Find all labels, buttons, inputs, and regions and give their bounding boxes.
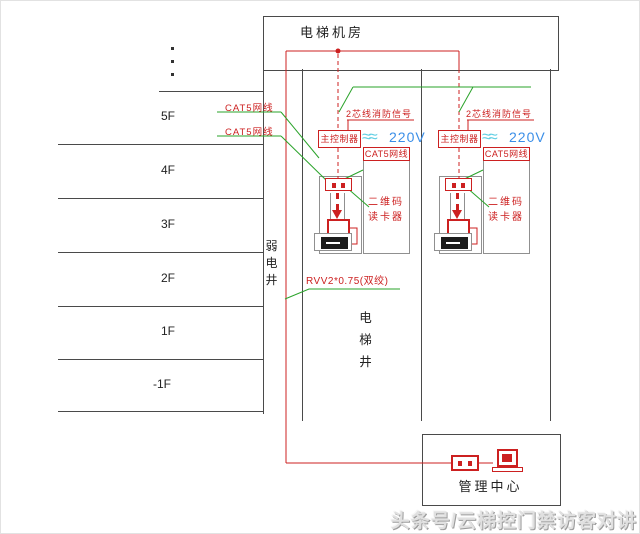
management-center-label: 管理中心 [458,479,523,494]
network-switch [451,455,479,471]
laptop-base-icon [492,467,523,472]
fire-signal-label-left: 2芯线消防信号 [346,109,413,119]
floor-line-4 [58,306,263,307]
watermark: 头条号/云梯控门禁访客对讲 [390,511,637,532]
button-mark [332,183,336,188]
display-screen-left [321,237,348,249]
floor-label-2f: 2F [161,271,176,285]
fire-signal-label-right: 2芯线消防信号 [466,109,533,119]
qr-reader-label-right-line1: 二维码 [488,197,524,208]
machine-room-box [263,16,559,71]
equipment-box-left [363,147,410,254]
management-center-box [422,434,561,506]
qr-reader-label-left-line1: 二维码 [368,197,404,208]
floor-label-b1f: -1F [153,377,171,391]
ellipsis-dot [171,47,174,50]
down-arrow-left [336,193,339,210]
cat5-run-drop-left [338,86,354,113]
ac-wave-icon: ≈≈ [482,127,498,146]
qr-reader-label-left-line2: 读卡器 [368,212,404,223]
cat5-run-drop-right [458,86,474,113]
rvv-label-leader [284,288,400,300]
ac-wave-icon: ≈≈ [362,127,378,146]
equipment-box-right [483,147,530,254]
cat5-box-left: CAT5网线 [363,147,410,161]
main-controller-right: 主控制器 [438,130,481,148]
laptop-display [502,454,512,462]
button-mark [341,183,345,188]
weak-shaft-label: 弱电井 [265,239,278,287]
slot-bar [450,193,451,219]
ellipsis-dot [171,73,174,76]
floor-line-roof [159,91,263,92]
floor-line-3 [58,252,263,253]
cat5-floor-label-b: CAT5网线 [225,127,274,138]
floor-line-5 [58,359,263,360]
slot-bar [344,193,345,219]
laptop-screen-icon [497,449,518,467]
call-button-box-right [445,178,472,191]
button-mark [461,183,465,188]
switch-mark [458,461,462,466]
floor-line-bottom [58,411,263,412]
switch-mark [468,461,472,466]
down-arrow-head-left [332,210,342,219]
rvv-cable-label: RVV2*0.75(双绞) [306,276,389,287]
floor-label-1f: 1F [161,324,176,338]
floor-line-2 [58,198,263,199]
ellipsis-dot [171,60,174,63]
call-button-box-left [325,178,352,191]
slot-bar [330,193,331,219]
floor-line-1 [58,144,263,145]
voltage-label-right: 220V [509,129,546,145]
qr-reader-label-right-line2: 读卡器 [488,212,524,223]
wall-weak-right [302,69,303,421]
down-arrow-head-right [452,210,462,219]
down-arrow-right [456,193,459,210]
junction-dot [335,48,341,54]
wall-weak-left [263,69,264,414]
wall-shaft-divider [421,69,422,421]
floor-label-3f: 3F [161,217,176,231]
button-mark [452,183,456,188]
machine-room-label: 电梯机房 [300,25,365,40]
wall-shaft-right [550,69,551,421]
display-screen-right [441,237,468,249]
voltage-label-left: 220V [389,129,426,145]
floor-label-4f: 4F [161,163,176,177]
floor-label-5f: 5F [161,109,176,123]
elevator-shaft-label: 电梯井 [359,311,372,369]
main-controller-left: 主控制器 [318,130,361,148]
cat5-diag-b [280,135,328,182]
reader-wire-right [470,227,478,245]
cat5-box-right: CAT5网线 [483,147,530,161]
slot-bar [464,193,465,219]
reader-wire-left [350,227,358,245]
cat5-diag-a [280,111,320,159]
cat5-floor-label-a: CAT5网线 [225,103,274,114]
